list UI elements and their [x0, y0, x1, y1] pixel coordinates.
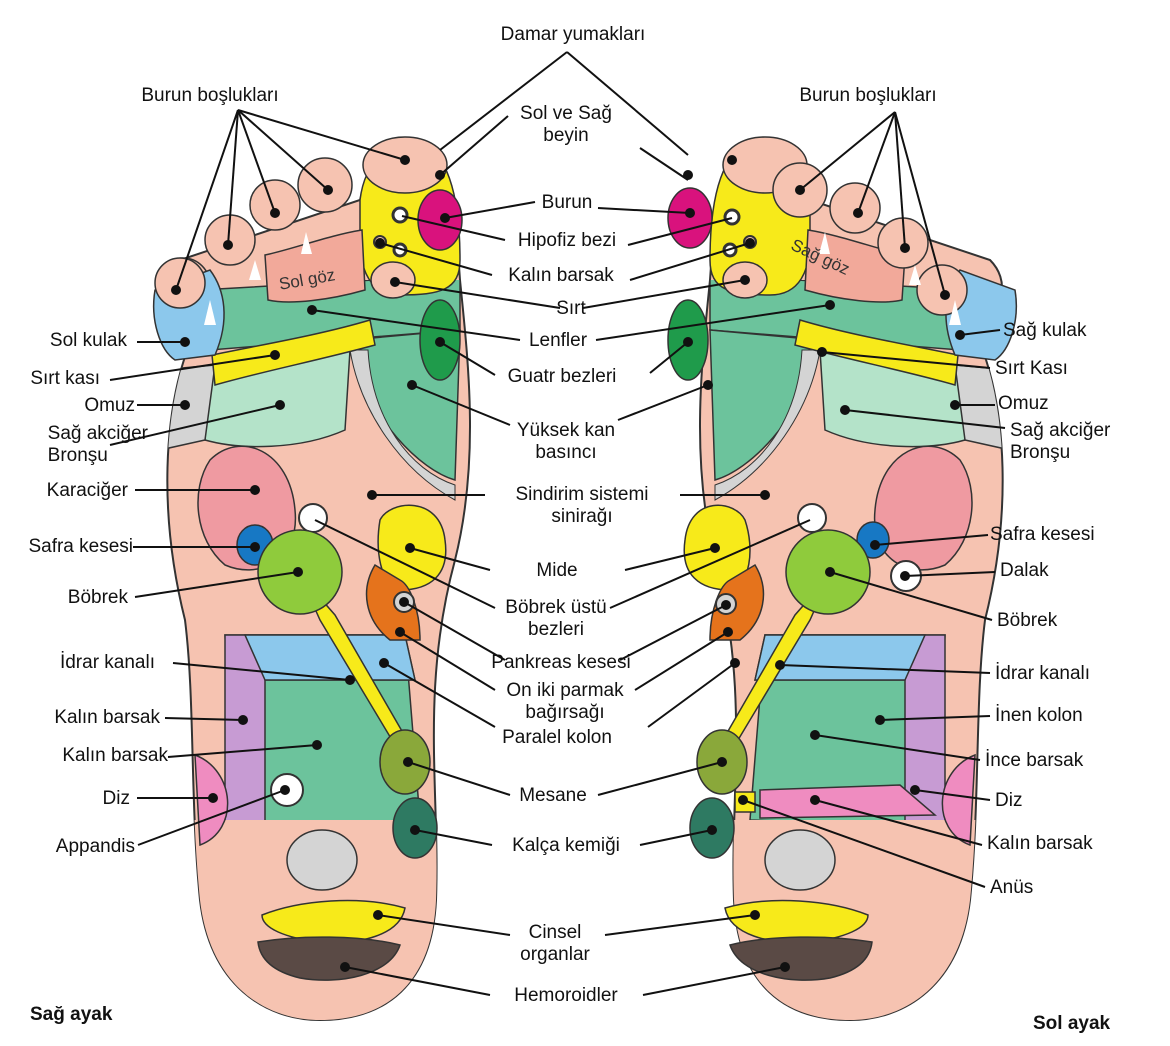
left-heel-gray [764, 829, 836, 891]
label-safra-right-foot: Safra kesesi [28, 536, 133, 557]
right-hemorrhoid-zone [257, 936, 401, 981]
label-omuz-left-foot: Omuz [998, 393, 1049, 414]
label-cinsel: Cinsel organlar [520, 922, 590, 965]
label-paralel-kolon: Paralel kolon [502, 727, 612, 748]
label-akciger-right-foot: Sağ akciğer Bronşu [47, 423, 148, 466]
left-toe-gap-2 [909, 265, 921, 285]
label-karaciger: Karaciğer [46, 480, 128, 501]
label-diz-left-foot: Diz [995, 790, 1023, 811]
label-kalin-barsak-left-foot: Kalın barsak [987, 833, 1093, 854]
label-bobrek-ustu: Böbrek üstü bezleri [505, 597, 607, 640]
label-kalin-barsak-1: Kalın barsak [54, 707, 160, 728]
label-idrar-right-foot: İdrar kanalı [59, 652, 155, 673]
left-foot: Sağ göz [667, 136, 1017, 1022]
label-hipofiz: Hipofiz bezi [517, 230, 617, 251]
left-knee-zone [941, 753, 976, 847]
right-nose-zone [417, 189, 463, 251]
label-ince-barsak: İnce barsak [985, 750, 1084, 771]
label-appandis: Appandis [55, 836, 135, 857]
label-bobrek-right-foot: Böbrek [67, 587, 128, 608]
right-pituitary [391, 206, 409, 224]
right-toe-gap-3 [301, 232, 312, 254]
left-gray-band [714, 349, 821, 501]
label-akciger-left-foot: Sağ akciğer Bronşu [1010, 420, 1111, 463]
label-burun-bosluklari-left-foot: Burun boşlukları [799, 85, 937, 106]
right-gray-band [349, 349, 456, 501]
label-bobrek-left-foot: Böbrek [997, 610, 1058, 631]
left-sirt-kasi-band [794, 319, 959, 386]
label-dalak: Dalak [1000, 560, 1049, 581]
label-sindirim: Sindirim sistemi sinirağı [515, 484, 649, 527]
left-pituitary [723, 208, 741, 226]
right-eye-zone [264, 229, 366, 303]
marker-dots [171, 155, 965, 972]
left-toe-gap-1 [949, 300, 961, 325]
right-toe-5-tip [154, 257, 206, 309]
right-foot: Sol göz [153, 136, 471, 1022]
right-toe-gap-1 [204, 300, 216, 325]
label-beyin: Sol ve Sağ beyin [520, 103, 612, 146]
left-toe-5-tip [916, 264, 968, 316]
label-damar-yumaklari: Damar yumakları [500, 24, 646, 45]
label-sirt-kasi-left-foot: Sırt Kası [995, 358, 1068, 379]
left-colon-pink [759, 784, 937, 819]
label-kalca: Kalça kemiği [512, 835, 620, 856]
label-mesane: Mesane [519, 785, 587, 806]
right-foot-title: Sağ ayak [30, 1004, 113, 1025]
label-omuz-right-foot: Omuz [84, 395, 135, 416]
label-sag-kulak: Sağ kulak [1003, 320, 1087, 341]
left-toe-gap-3 [819, 232, 830, 254]
right-heel-gray [286, 829, 358, 891]
label-on-iki-parmak: On iki parmak bağırsağı [506, 680, 624, 723]
label-mide: Mide [536, 560, 578, 581]
label-pankreas: Pankreas kesesi [491, 652, 631, 673]
label-safra-left-foot: Safra kesesi [990, 524, 1095, 545]
label-lenfler: Lenfler [528, 330, 588, 351]
right-toe-2 [297, 157, 353, 213]
leader-lines [109, 51, 1006, 996]
right-toe-gap-2 [249, 260, 261, 280]
label-idrar-left-foot: İdrar kanalı [995, 663, 1091, 684]
label-sirt-kasi-right-foot: Sırt kası [30, 368, 100, 389]
label-burun: Burun [541, 192, 593, 213]
left-hemorrhoid-zone [729, 936, 873, 981]
label-guatr: Guatr bezleri [507, 366, 617, 387]
label-sirt: Sırt [556, 298, 586, 319]
left-foot-title: Sol ayak [1033, 1013, 1111, 1034]
label-kalin-barsak-2: Kalın barsak [62, 745, 168, 766]
right-genital-zone [261, 899, 406, 944]
label-anus: Anüs [990, 877, 1034, 898]
label-inen-kolon: İnen kolon [995, 705, 1083, 726]
right-adrenal [298, 503, 328, 533]
label-kalin-barsak-center: Kalın barsak [508, 265, 614, 286]
left-genital-zone [724, 899, 869, 944]
left-adrenal [797, 503, 827, 533]
label-sol-kulak: Sol kulak [49, 330, 127, 351]
label-yuksek-kan: Yüksek kan basıncı [516, 420, 616, 463]
left-toe-3 [829, 182, 881, 234]
right-sirt-kasi-band [211, 319, 376, 386]
label-burun-bosluklari-right-foot: Burun boşlukları [141, 85, 279, 106]
right-toe-3 [249, 179, 301, 231]
label-diz-right-foot: Diz [102, 788, 130, 809]
left-eye-zone [804, 229, 906, 303]
left-gallbladder [856, 521, 890, 559]
label-hemoroidler: Hemoroidler [514, 985, 618, 1006]
